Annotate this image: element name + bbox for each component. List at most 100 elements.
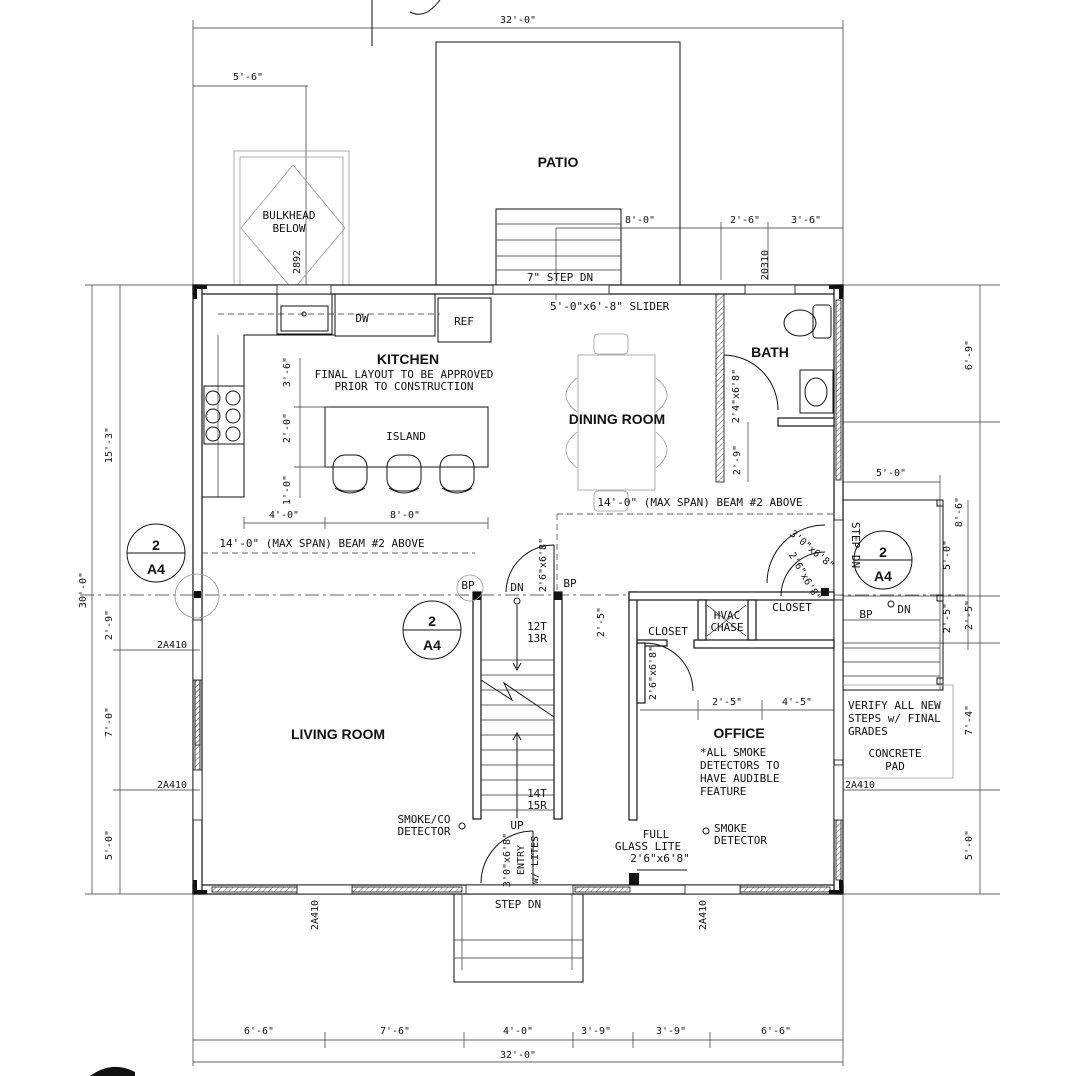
entry-door-lites: w/ LITES — [530, 836, 541, 884]
kitchen-note-2: PRIOR TO CONSTRUCTION — [334, 380, 473, 393]
glass-lite-1: FULL — [643, 828, 670, 841]
office-label: OFFICE — [713, 725, 764, 741]
patio-label: PATIO — [538, 154, 579, 170]
section-marker-mid: 2 A4 — [402, 600, 462, 660]
island-label: ISLAND — [386, 430, 426, 443]
patio-step-label: 7" STEP DN — [527, 271, 593, 284]
bp-1: BP — [461, 579, 475, 592]
dining-room: DINING ROOM 5'-0"x6'-8" SLIDER — [550, 300, 670, 512]
dim-bottom-3-9-a: 3'-9" — [581, 1026, 611, 1037]
smoke-co-2: DETECTOR — [398, 825, 451, 838]
dim-bottom-4-0: 4'-0" — [503, 1026, 533, 1037]
bottom-dimensions: 6'-6" 7'-6" 4'-0" 3'-9" 3'-9" 6'-6" 32'-… — [90, 894, 844, 1076]
bp-2: BP — [563, 577, 577, 590]
window-2a410-4: 2A410 — [698, 900, 709, 930]
slider-label: 5'-0"x6'-8" SLIDER — [550, 300, 670, 313]
window-2a410-3: 2A410 — [310, 900, 321, 930]
closet-right-label: CLOSET — [772, 601, 812, 614]
dim-bath-2-9: 2'-9" — [732, 445, 743, 475]
smoke-co-detector-icon — [458, 822, 466, 830]
smoke-label-1: SMOKE — [714, 822, 747, 835]
living-room: LIVING ROOM SMOKE/CO DETECTOR 2A410 — [291, 726, 466, 930]
hvac-label-1: HVAC — [714, 609, 741, 622]
dining-label: DINING ROOM — [569, 411, 665, 427]
dim-pad-8-6: 8'-6" — [954, 497, 965, 527]
beam-dining-label: 14'-0" (MAX SPAN) BEAM #2 ABOVE — [597, 496, 802, 509]
up-stair: UP — [510, 819, 524, 832]
bulkhead-label-1: BULKHEAD — [263, 209, 316, 222]
concrete-pad-2: PAD — [885, 760, 905, 773]
window-20310: 20310 — [760, 250, 771, 280]
section-mid-sheet: A4 — [423, 637, 441, 653]
section-marker-left: 2 A4 — [80, 523, 965, 619]
office: CLOSET CLOSET HVAC CHASE 2'6"x6'8" 3'0"x… — [596, 524, 836, 930]
dim-kitchen-8-0: 8'-0" — [390, 510, 420, 521]
dim-office-4-5: 4'-5" — [782, 697, 812, 708]
dishwasher-label: DW — [355, 312, 369, 325]
patio: PATIO 7" STEP DN 8'-0" 2'-6" 3'-6" 20310 — [435, 41, 843, 300]
dim-kitchen-1-0: 1'-0" — [282, 475, 293, 505]
right-dimensions: 6'-9" 2'-5" 7'-4" 5'-0" 5'-0" 8'-6" 5'-0… — [842, 284, 1000, 895]
entry: 3'0"x6'8" ENTRY w/ LITES STEP DN — [453, 830, 584, 983]
window-2a410-1: 2A410 — [157, 640, 187, 651]
bulkhead: 5'-6" BULKHEAD BELOW 2892 — [193, 72, 350, 291]
concrete-pad-1: CONCRETE — [869, 747, 922, 760]
glass-lite-3: 2'6"x6'8" — [630, 852, 690, 865]
dim-right-7-4: 7'-4" — [964, 705, 975, 735]
hvac-label-2: CHASE — [710, 621, 743, 634]
section-right-number: 2 — [879, 544, 887, 560]
exterior-walls — [192, 284, 844, 895]
dim-right-6-9: 6'-9" — [964, 340, 975, 370]
window-2892: 2892 — [292, 250, 303, 274]
dn-side: DN — [897, 603, 910, 616]
door-bath: 2'4"x6'8" — [731, 369, 742, 423]
glass-lite-2: GLASS LITE — [615, 840, 681, 853]
dim-bottom-3-9-b: 3'-9" — [656, 1026, 686, 1037]
dim-left-7-0: 7'-0" — [104, 707, 115, 737]
bar-stools — [332, 454, 475, 494]
stair-bottom-treads: 14T — [527, 787, 547, 800]
dim-bottom-6-6: 6'-6" — [244, 1026, 274, 1037]
bath-label: BATH — [751, 344, 789, 360]
dim-pad-5-0: 5'-0" — [876, 468, 906, 479]
bp-3: BP — [859, 608, 873, 621]
office-note-2: DETECTORS TO — [700, 759, 779, 772]
office-note-4: FEATURE — [700, 785, 746, 798]
dim-patio-2-6: 2'-6" — [730, 215, 760, 226]
section-left-sheet: A4 — [147, 561, 165, 577]
office-note-1: *ALL SMOKE — [700, 746, 766, 759]
dim-top-overall: 32'-0" — [500, 15, 536, 26]
verify-note-3: GRADES — [848, 725, 888, 738]
entry-door-label: ENTRY — [516, 845, 527, 875]
bulkhead-label-2: BELOW — [272, 222, 305, 235]
section-marker-right: 2 A4 — [853, 530, 913, 590]
dim-bottom-6-6-b: 6'-6" — [761, 1026, 791, 1037]
dim-kitchen-4-0: 4'-0" — [269, 510, 299, 521]
stair-bottom-risers: 15R — [527, 799, 547, 812]
smoke-detector-icon — [702, 827, 710, 835]
window-2a410-2: 2A410 — [157, 780, 187, 791]
dim-bottom-overall: 32'-0" — [500, 1050, 536, 1061]
section-mid-number: 2 — [428, 613, 436, 629]
step-dn-front: STEP DN — [495, 898, 541, 911]
kitchen: DW REF KITCHEN FINAL LAYOUT TO BE APPROV… — [201, 293, 493, 529]
dim-pad-5-0-vertical: 5'-0" — [942, 540, 953, 570]
dim-left-15-3: 15'-3" — [104, 427, 115, 463]
window-2a410-5: 2A410 — [845, 780, 875, 791]
entry-door-size: 3'0"x6'8" — [502, 833, 513, 887]
dim-pad-2-5: 2'-5" — [942, 603, 953, 633]
dn-stair: DN — [510, 581, 523, 594]
section-right-sheet: A4 — [874, 568, 892, 584]
dim-left-overall: 30'-0" — [78, 572, 89, 608]
dim-closet-2-5: 2'-5" — [596, 607, 607, 637]
office-note-3: HAVE AUDIBLE — [700, 772, 779, 785]
door-stair: 2'6"x6'8" — [538, 538, 549, 592]
dim-right-2-5: 2'-5" — [964, 600, 975, 630]
dim-patio-3-6: 3'-6" — [791, 215, 821, 226]
stair: DN 12T 13R 14T 15R UP BP BP 2'6"x6'8" — [456, 538, 577, 832]
closet-left-label: CLOSET — [648, 625, 688, 638]
section-left-number: 2 — [152, 537, 160, 553]
verify-note-2: STEPS w/ FINAL — [848, 712, 941, 725]
dim-bottom-7-6: 7'-6" — [380, 1026, 410, 1037]
